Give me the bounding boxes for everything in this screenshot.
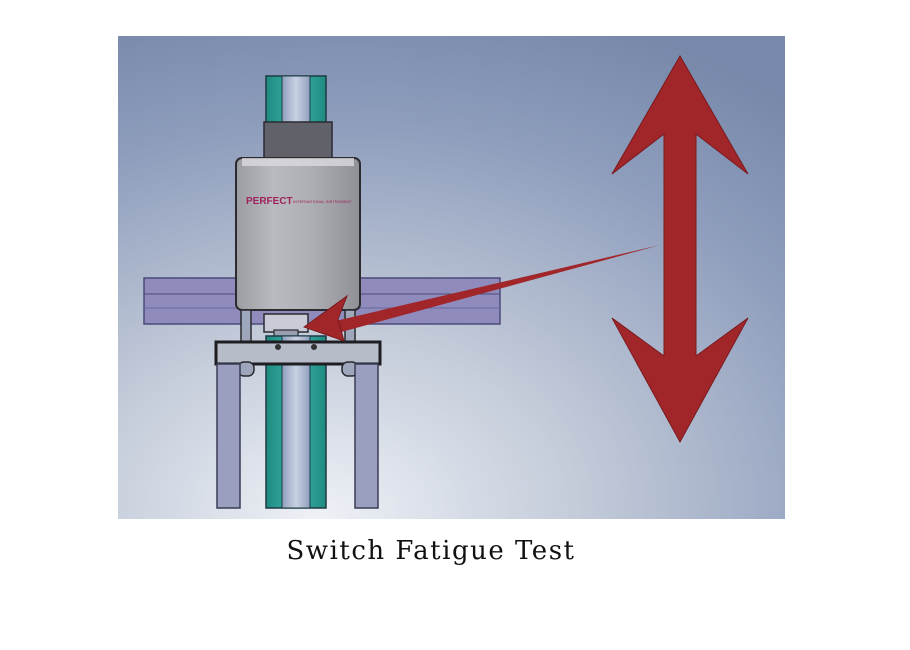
diagram-panel: PERFECT INTERNATIONAL INSTRUMENT <box>118 36 785 519</box>
brand-subtitle: INTERNATIONAL INSTRUMENT <box>293 199 352 204</box>
fixture-legs <box>216 363 379 509</box>
brand-name: PERFECT <box>246 196 293 207</box>
tester-head: PERFECT INTERNATIONAL INSTRUMENT <box>235 157 361 311</box>
upper-column <box>263 75 333 159</box>
diagram-svg: PERFECT INTERNATIONAL INSTRUMENT <box>118 36 785 519</box>
clamp-plate <box>214 340 382 377</box>
double-arrow-icon <box>611 54 749 444</box>
pointer-arrow-icon <box>302 245 660 342</box>
diagram-caption: Switch Fatigue Test <box>286 536 576 566</box>
